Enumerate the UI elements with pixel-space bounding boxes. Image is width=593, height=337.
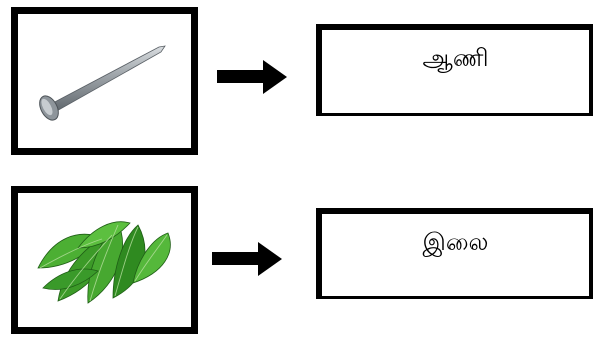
- word-box-leaf: இலை: [316, 208, 593, 299]
- leaves-picture-frame: [11, 186, 198, 334]
- arrow-right-icon: [212, 242, 282, 276]
- nail-image: [39, 45, 166, 121]
- word-nail: ஆணி: [422, 44, 489, 72]
- word-leaf: இலை: [422, 228, 489, 256]
- nail-picture-frame: [11, 7, 198, 155]
- leaves-image: [37, 221, 171, 304]
- arrow-right-icon: [217, 60, 287, 94]
- word-box-nail: ஆணி: [316, 24, 593, 116]
